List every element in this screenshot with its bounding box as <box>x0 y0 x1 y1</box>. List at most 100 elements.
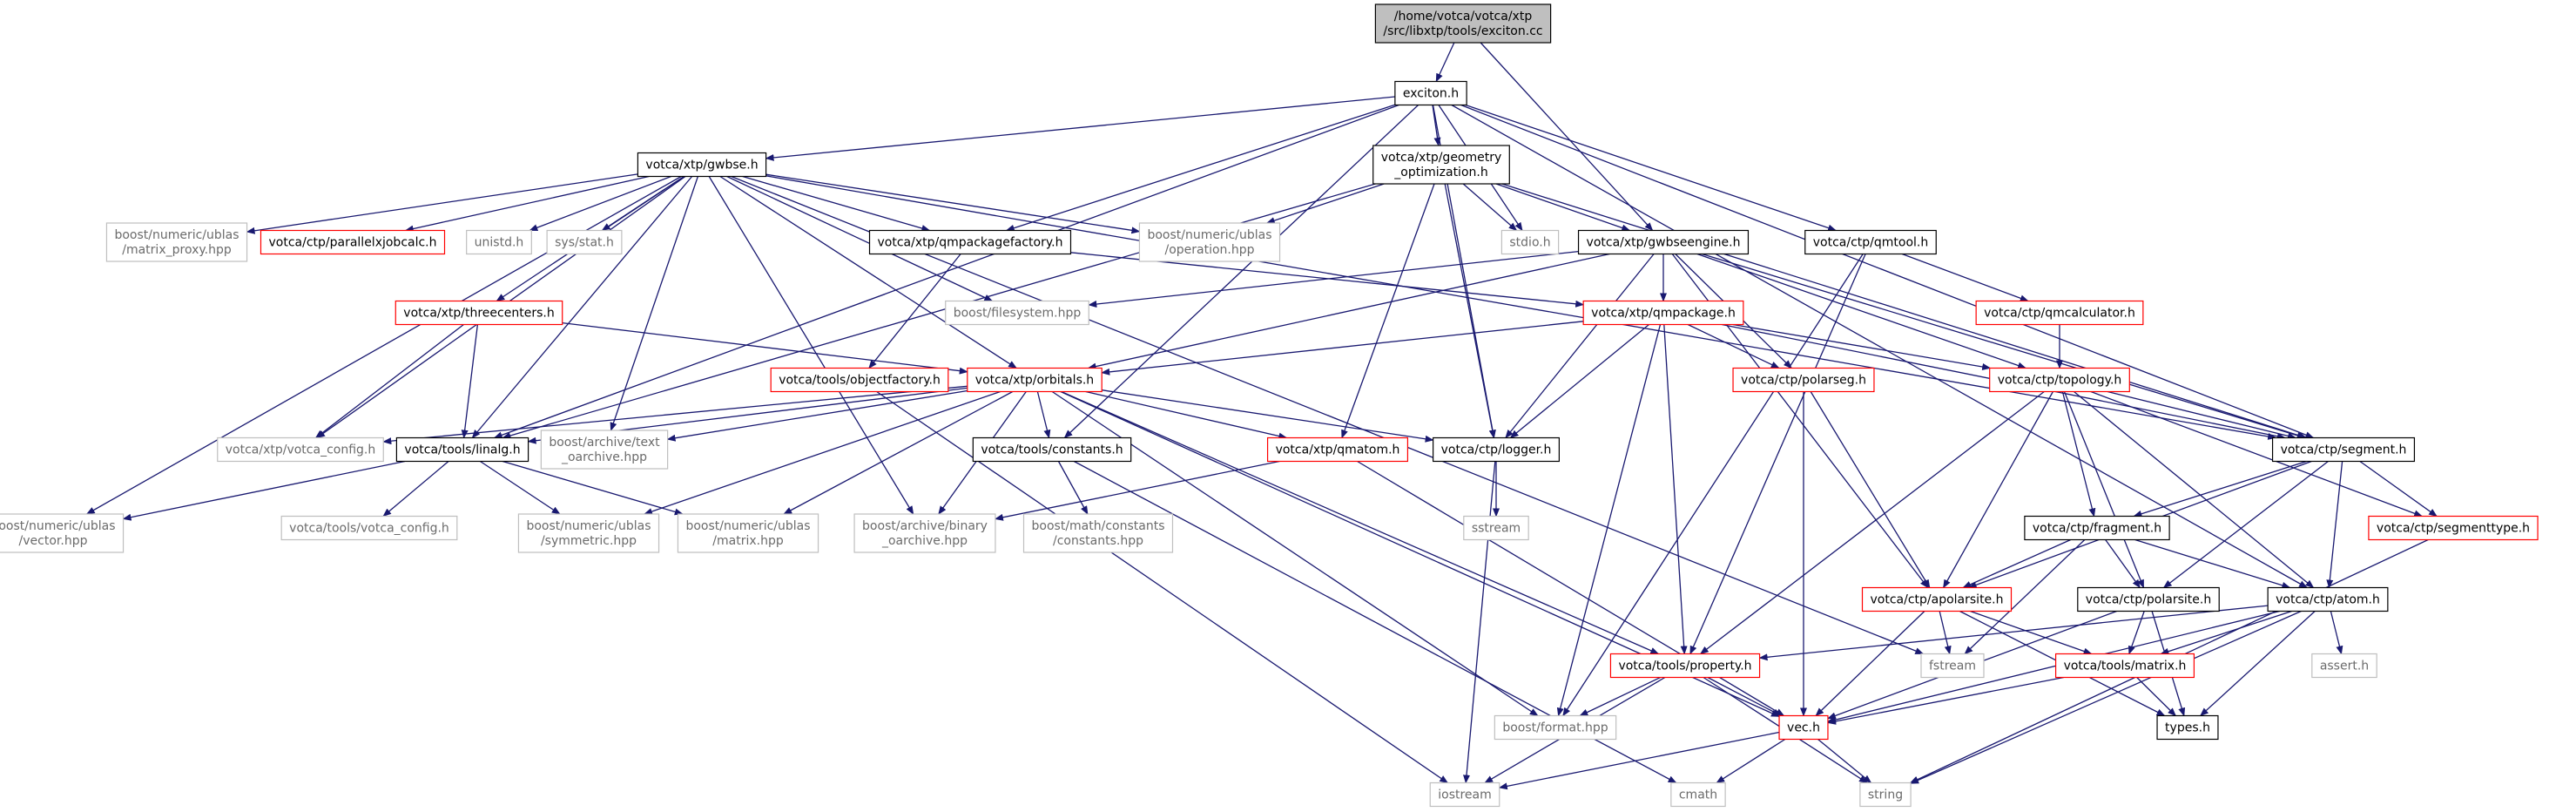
node-box <box>1861 586 2013 612</box>
node-label: votca/ctp/polarseg.h <box>1741 374 1866 388</box>
edge-objectfactory-h-to-iostream <box>876 390 1449 784</box>
node-label: votca/tools/constants.h <box>981 443 1123 457</box>
edge-linalg-h-to-ublas-matrix <box>502 460 684 516</box>
node-ublas-vector[interactable]: boost/numeric/ublas/vector.hpp <box>0 513 125 553</box>
node-linalg-h[interactable]: votca/tools/linalg.h <box>395 436 529 463</box>
node-fragment-h[interactable]: votca/ctp/fragment.h <box>2024 515 2170 541</box>
node-orbitals-h[interactable]: votca/xtp/orbitals.h <box>967 367 1103 393</box>
node-box <box>260 229 446 255</box>
edge-topology-h-to-atom-h <box>2074 390 2315 589</box>
node-label: cmath <box>1679 788 1717 802</box>
node-binary-oarchive[interactable]: boost/archive/binary_oarchive.hpp <box>853 513 996 553</box>
node-box <box>1138 222 1281 262</box>
edge-gwbse-h-to-ublas-matrix-proxy <box>246 173 638 234</box>
node-box <box>1670 782 1726 808</box>
node-box <box>395 436 529 463</box>
node-ublas-matrix-proxy[interactable]: boost/numeric/ublas/matrix_proxy.hpp <box>105 222 248 262</box>
node-atom-h[interactable]: votca/ctp/atom.h <box>2267 586 2389 612</box>
edge-qmtool-h-to-property-h <box>1689 254 1866 655</box>
node-box <box>1374 3 1552 44</box>
node-apolarsite-h[interactable]: votca/ctp/apolarsite.h <box>1861 586 2013 612</box>
edge-fragment-h-to-apolarsite-h <box>1962 538 2071 589</box>
edge-property-h-to-vec-h <box>1707 676 1782 717</box>
node-filesystem-hpp[interactable]: boost/filesystem.hpp <box>945 300 1089 326</box>
node-box <box>1463 515 1529 541</box>
edge-constants-h-to-math-constants <box>1057 461 1089 515</box>
node-string[interactable]: string <box>1859 782 1912 808</box>
node-exciton-h[interactable]: exciton.h <box>1394 80 1467 106</box>
node-types-h[interactable]: types.h <box>2156 714 2219 741</box>
node-qmpackage-h[interactable]: votca/xtp/qmpackage.h <box>1582 300 1744 326</box>
node-text-oarchive[interactable]: boost/archive/text_oarchive.hpp <box>540 430 669 470</box>
node-xtp-votca-config-h[interactable]: votca/xtp/votca_config.h <box>217 436 384 463</box>
node-box <box>1022 513 1174 553</box>
node-label: votca/xtp/threecenters.h <box>403 307 554 321</box>
edge-gwbseengine-h-to-filesystem-hpp <box>1088 250 1579 308</box>
node-format-hpp[interactable]: boost/format.hpp <box>1494 714 1617 741</box>
node-qmcalculator-h[interactable]: votca/ctp/qmcalculator.h <box>1975 300 2144 326</box>
edge-root-to-gwbseengine-h <box>1480 42 1654 232</box>
node-box <box>853 513 996 553</box>
edge-gwbse-h-to-binary-oarchive <box>708 176 914 515</box>
edge-atom-h-to-assert-h <box>2330 611 2343 655</box>
node-label: boost/numeric/ublas <box>0 519 116 533</box>
edge-vec-h-to-cmath <box>1716 738 1786 784</box>
node-label: boost/archive/text <box>549 436 660 450</box>
node-label: votca/ctp/atom.h <box>2276 593 2380 607</box>
node-box <box>280 515 458 541</box>
node-qmtool-h[interactable]: votca/ctp/qmtool.h <box>1804 229 1937 255</box>
node-box <box>217 436 384 463</box>
node-threecenters-h[interactable]: votca/xtp/threecenters.h <box>394 300 563 326</box>
node-label: /constants.hpp <box>1053 534 1143 548</box>
edge-threecenters-h-to-orbitals-h <box>562 321 968 375</box>
node-polarseg-h[interactable]: votca/ctp/polarseg.h <box>1732 367 1875 393</box>
node-unistd-h[interactable]: unistd.h <box>466 229 532 255</box>
node-cmath[interactable]: cmath <box>1670 782 1726 808</box>
node-gwbseengine-h[interactable]: votca/xtp/gwbseengine.h <box>1577 229 1750 255</box>
node-root[interactable]: /home/votca/votca/xtp/src/libxtp/tools/e… <box>1374 3 1552 44</box>
node-logger-h[interactable]: votca/ctp/logger.h <box>1433 436 1560 463</box>
node-constants-h[interactable]: votca/tools/constants.h <box>972 436 1132 463</box>
node-segment-h[interactable]: votca/ctp/segment.h <box>2271 436 2416 463</box>
node-geomopt-h[interactable]: votca/xtp/geometry_optimization.h <box>1372 145 1510 185</box>
node-label: votca/tools/votca_config.h <box>289 522 449 536</box>
node-box <box>1429 782 1500 808</box>
node-topology-h[interactable]: votca/ctp/topology.h <box>1989 367 2130 393</box>
node-qmatom-h[interactable]: votca/xtp/qmatom.h <box>1266 436 1409 463</box>
node-objectfactory-h[interactable]: votca/tools/objectfactory.h <box>770 367 949 393</box>
node-paralleljobcalc-h[interactable]: votca/ctp/parallelxjobcalc.h <box>260 229 446 255</box>
edge-qmpackage-h-to-property-h <box>1663 324 1688 655</box>
node-sstream[interactable]: sstream <box>1463 515 1529 541</box>
node-iostream[interactable]: iostream <box>1429 782 1500 808</box>
node-label: votca/tools/objectfactory.h <box>779 374 941 388</box>
edge-qmatom-h-to-binary-oarchive <box>994 460 1280 521</box>
node-label: _optimization.h <box>1393 166 1487 179</box>
edge-atom-h-to-property-h <box>1758 605 2269 661</box>
node-sys-stat-h[interactable]: sys/stat.h <box>546 229 623 255</box>
node-box <box>1989 367 2130 393</box>
node-polarsite-h[interactable]: votca/ctp/polarsite.h <box>2077 586 2220 612</box>
node-property-h[interactable]: votca/tools/property.h <box>1609 653 1761 679</box>
node-label: exciton.h <box>1403 87 1459 101</box>
node-segmenttype-h[interactable]: votca/ctp/segmenttype.h <box>2368 515 2539 541</box>
node-box <box>677 513 819 553</box>
node-box <box>1920 653 1985 679</box>
edge-qmpackage-h-to-polarseg-h <box>1687 323 1780 369</box>
node-tools-matrix-h[interactable]: votca/tools/matrix.h <box>2054 653 2195 679</box>
edge-gwbse-h-to-ublas-operation <box>765 173 1141 234</box>
node-gwbse-h[interactable]: votca/xtp/gwbse.h <box>637 152 767 178</box>
node-ublas-matrix[interactable]: boost/numeric/ublas/matrix.hpp <box>677 513 819 553</box>
edge-qmpackage-h-to-topology-h <box>1732 323 1992 370</box>
node-label: votca/xtp/qmpackagefactory.h <box>878 236 1063 250</box>
node-ublas-symmetric[interactable]: boost/numeric/ublas/symmetric.hpp <box>517 513 660 553</box>
node-ublas-operation[interactable]: boost/numeric/ublas/operation.hpp <box>1138 222 1281 262</box>
node-vec-h[interactable]: vec.h <box>1778 714 1829 741</box>
node-math-constants[interactable]: boost/math/constants/constants.hpp <box>1022 513 1174 553</box>
node-tools-votca-config-h[interactable]: votca/tools/votca_config.h <box>280 515 458 541</box>
node-assert-h[interactable]: assert.h <box>2311 653 2377 679</box>
node-qmpackagefactory-h[interactable]: votca/xtp/qmpackagefactory.h <box>868 229 1072 255</box>
node-stdio-h[interactable]: stdio.h <box>1500 229 1560 255</box>
node-fstream[interactable]: fstream <box>1920 653 1985 679</box>
node-label: /home/votca/votca/xtp <box>1394 10 1533 24</box>
